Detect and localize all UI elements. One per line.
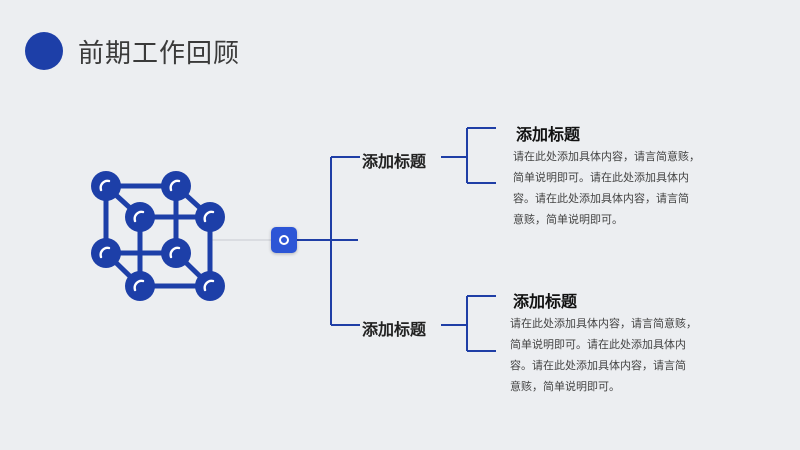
desc-line: 容。请在此处添加具体内容，请言简	[510, 359, 686, 372]
title-bullet	[25, 32, 63, 70]
cube-node	[125, 202, 155, 232]
desc-line: 请在此处添加具体内容，请言简意赅，	[510, 317, 697, 330]
branch-description-1: 请在此处添加具体内容，请言简意赅， 简单说明即可。请在此处添加具体内 容。请在此…	[513, 146, 723, 230]
desc-line: 请在此处添加具体内容，请言简意赅，	[513, 150, 700, 163]
connector-lines	[297, 127, 496, 352]
cube-node	[161, 238, 191, 268]
cube-node-highlight	[133, 210, 145, 223]
cube-node	[195, 202, 225, 232]
desc-line: 简单说明即可。请在此处添加具体内	[513, 171, 689, 184]
desc-line: 意赅，简单说明即可。	[513, 213, 623, 226]
cube-node-highlight	[169, 179, 181, 192]
cube-node	[91, 238, 121, 268]
desc-line: 容。请在此处添加具体内容，请言简	[513, 192, 689, 205]
cube-node-highlight	[99, 246, 111, 259]
page-title: 前期工作回顾	[78, 39, 241, 69]
desc-line: 意赅，简单说明即可。	[510, 380, 620, 393]
desc-line: 简单说明即可。请在此处添加具体内	[510, 338, 686, 351]
circle-node-icon	[271, 227, 297, 253]
branch-label-1: 添加标题	[362, 152, 427, 171]
cube-node	[195, 271, 225, 301]
branch-label-2: 添加标题	[362, 320, 427, 339]
cube-node-highlight	[203, 210, 215, 223]
network-cube-icon	[91, 171, 272, 301]
circle-node-ring	[279, 235, 289, 245]
cube-node	[125, 271, 155, 301]
branch-heading-2: 添加标题	[513, 292, 578, 311]
branch-description-2: 请在此处添加具体内容，请言简意赅， 简单说明即可。请在此处添加具体内 容。请在此…	[510, 313, 720, 397]
branch-heading-1: 添加标题	[516, 125, 581, 144]
cube-node-highlight	[203, 279, 215, 292]
cube-node-highlight	[99, 179, 111, 192]
cube-node	[161, 171, 191, 201]
cube-node-highlight	[169, 246, 181, 259]
cube-node	[91, 171, 121, 201]
cube-node-highlight	[133, 279, 145, 292]
